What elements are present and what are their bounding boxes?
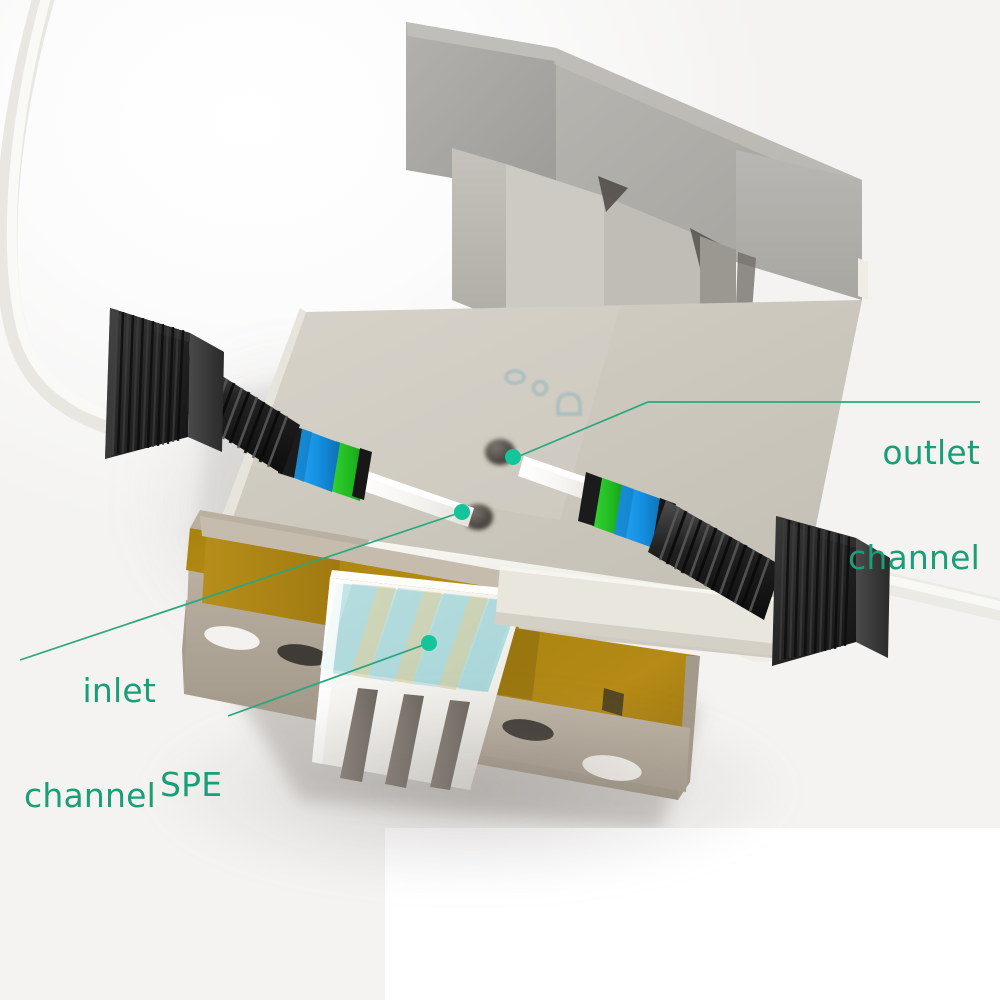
knob-right	[772, 516, 890, 666]
annotation-spe: SPE	[160, 698, 222, 873]
annotation-spe-line1: SPE	[160, 764, 223, 804]
annotation-outlet-channel: outlet channel	[848, 366, 980, 646]
threaded-shaft-right	[648, 500, 782, 620]
leader-outlet-channel	[516, 401, 980, 458]
marker-inlet-channel	[454, 504, 470, 520]
leader-spe	[227, 642, 430, 717]
spe-strip	[312, 570, 524, 790]
top-clamp-block	[406, 22, 868, 340]
fitting-assembly-right	[518, 456, 890, 666]
annotation-inlet-channel: inlet channel	[16, 604, 156, 884]
tubing-left	[0, 0, 151, 441]
marker-spe	[421, 635, 437, 651]
annotation-leaders	[19, 401, 980, 717]
fitting-assembly-left	[105, 308, 474, 527]
engraved-mark	[504, 369, 582, 416]
ground-shadow	[150, 690, 790, 890]
leader-inlet-channel	[19, 511, 463, 661]
annotation-inlet-line1: inlet	[82, 670, 156, 710]
annotation-outlet-line1: outlet	[882, 432, 980, 472]
annotation-outlet-line2: channel	[848, 537, 980, 577]
annotation-inlet-line2: channel	[24, 775, 156, 815]
pcb-base-right	[462, 622, 700, 800]
marker-outlet-channel	[505, 449, 521, 465]
annotation-markers	[421, 449, 521, 651]
knob-left	[105, 308, 224, 459]
bottom-white-panel	[385, 828, 1000, 1000]
